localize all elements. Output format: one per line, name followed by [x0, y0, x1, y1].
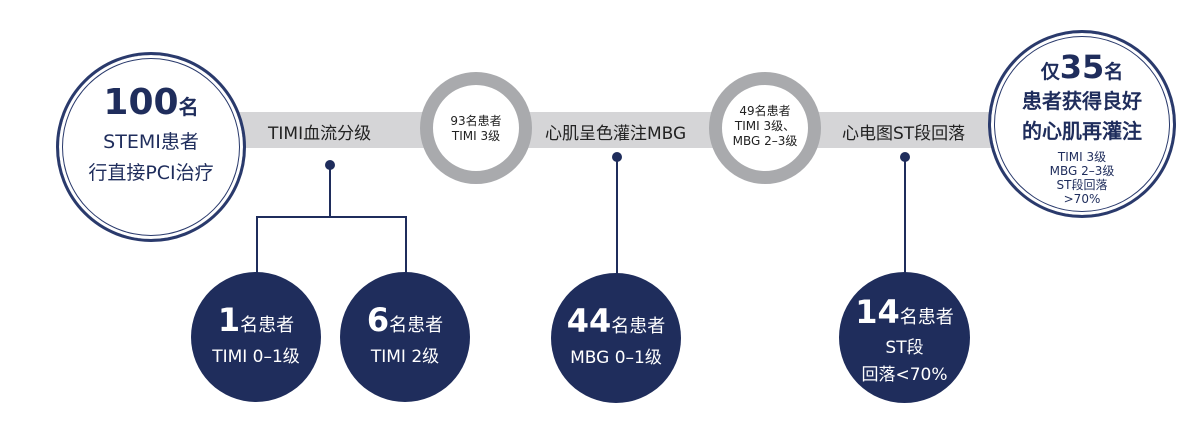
outcome-timi01: 1名患者 TIMI 0–1级 [191, 272, 321, 402]
ring1-line2: TIMI 3级 [451, 129, 501, 143]
flow-band [200, 112, 1070, 148]
end-line2: 的心肌再灌注 [1022, 119, 1142, 143]
outcome4-unit: 名患者 [899, 307, 954, 328]
outcome1-line1: TIMI 0–1级 [212, 347, 300, 367]
outcome3-unit: 名患者 [611, 316, 666, 337]
start-unit: 名 [178, 95, 199, 119]
connector-line-timi [329, 165, 331, 217]
ring-timi3-mbg: 49名患者 TIMI 3级、 MBG 2–3级 [709, 72, 821, 184]
end-crit4: >70% [1063, 192, 1101, 206]
step-label-st: 心电图ST段回落 [842, 124, 966, 144]
connector-branch-timi [256, 216, 407, 218]
outcome3-line1: MBG 0–1级 [570, 348, 662, 368]
end-crit1: TIMI 3级 [1057, 150, 1107, 164]
end-circle: 仅35名 患者获得良好 的心肌再灌注 TIMI 3级 MBG 2–3级 ST段回… [988, 30, 1176, 218]
outcome2-unit: 名患者 [389, 315, 444, 336]
end-prefix: 仅 [1040, 61, 1060, 83]
connector-line-mbg [616, 157, 618, 275]
connector-line-st [904, 157, 906, 275]
ring-timi3: 93名患者 TIMI 3级 [420, 72, 532, 184]
connector-drop-left [256, 216, 258, 274]
connector-drop-right [405, 216, 407, 274]
ring2-line1: 49名患者 [739, 104, 791, 118]
ring2-line3: MBG 2–3级 [732, 134, 798, 148]
start-circle: 100名 STEMI患者 行直接PCI治疗 [56, 52, 246, 242]
end-crit2: MBG 2–3级 [1049, 164, 1115, 178]
outcome4-line1: ST段 [885, 338, 924, 358]
outcome4-line2: 回落<70% [861, 365, 948, 385]
end-unit: 名 [1104, 61, 1124, 83]
end-count: 35 [1059, 48, 1105, 86]
outcome-st-lt70: 14名患者 ST段 回落<70% [839, 272, 970, 403]
outcome-timi2: 6名患者 TIMI 2级 [340, 272, 470, 402]
end-line1: 患者获得良好 [1022, 89, 1142, 113]
outcome2-count: 6 [366, 301, 390, 339]
step-label-timi: TIMI血流分级 [268, 124, 372, 144]
start-count: 100 [103, 82, 179, 123]
end-crit3: ST段回落 [1056, 178, 1108, 192]
outcome1-count: 1 [217, 301, 241, 339]
ring1-line1: 93名患者 [450, 114, 502, 128]
start-line2: 行直接PCI治疗 [88, 162, 214, 184]
start-line1: STEMI患者 [103, 131, 199, 153]
outcome-mbg01: 44名患者 MBG 0–1级 [551, 273, 681, 403]
outcome1-unit: 名患者 [240, 315, 295, 336]
outcome3-count: 44 [566, 302, 612, 340]
step-label-mbg: 心肌呈色灌注MBG [545, 124, 687, 144]
outcome4-count: 14 [855, 293, 900, 331]
ring2-line2: TIMI 3级、 [734, 119, 796, 133]
outcome2-line1: TIMI 2级 [370, 347, 440, 367]
